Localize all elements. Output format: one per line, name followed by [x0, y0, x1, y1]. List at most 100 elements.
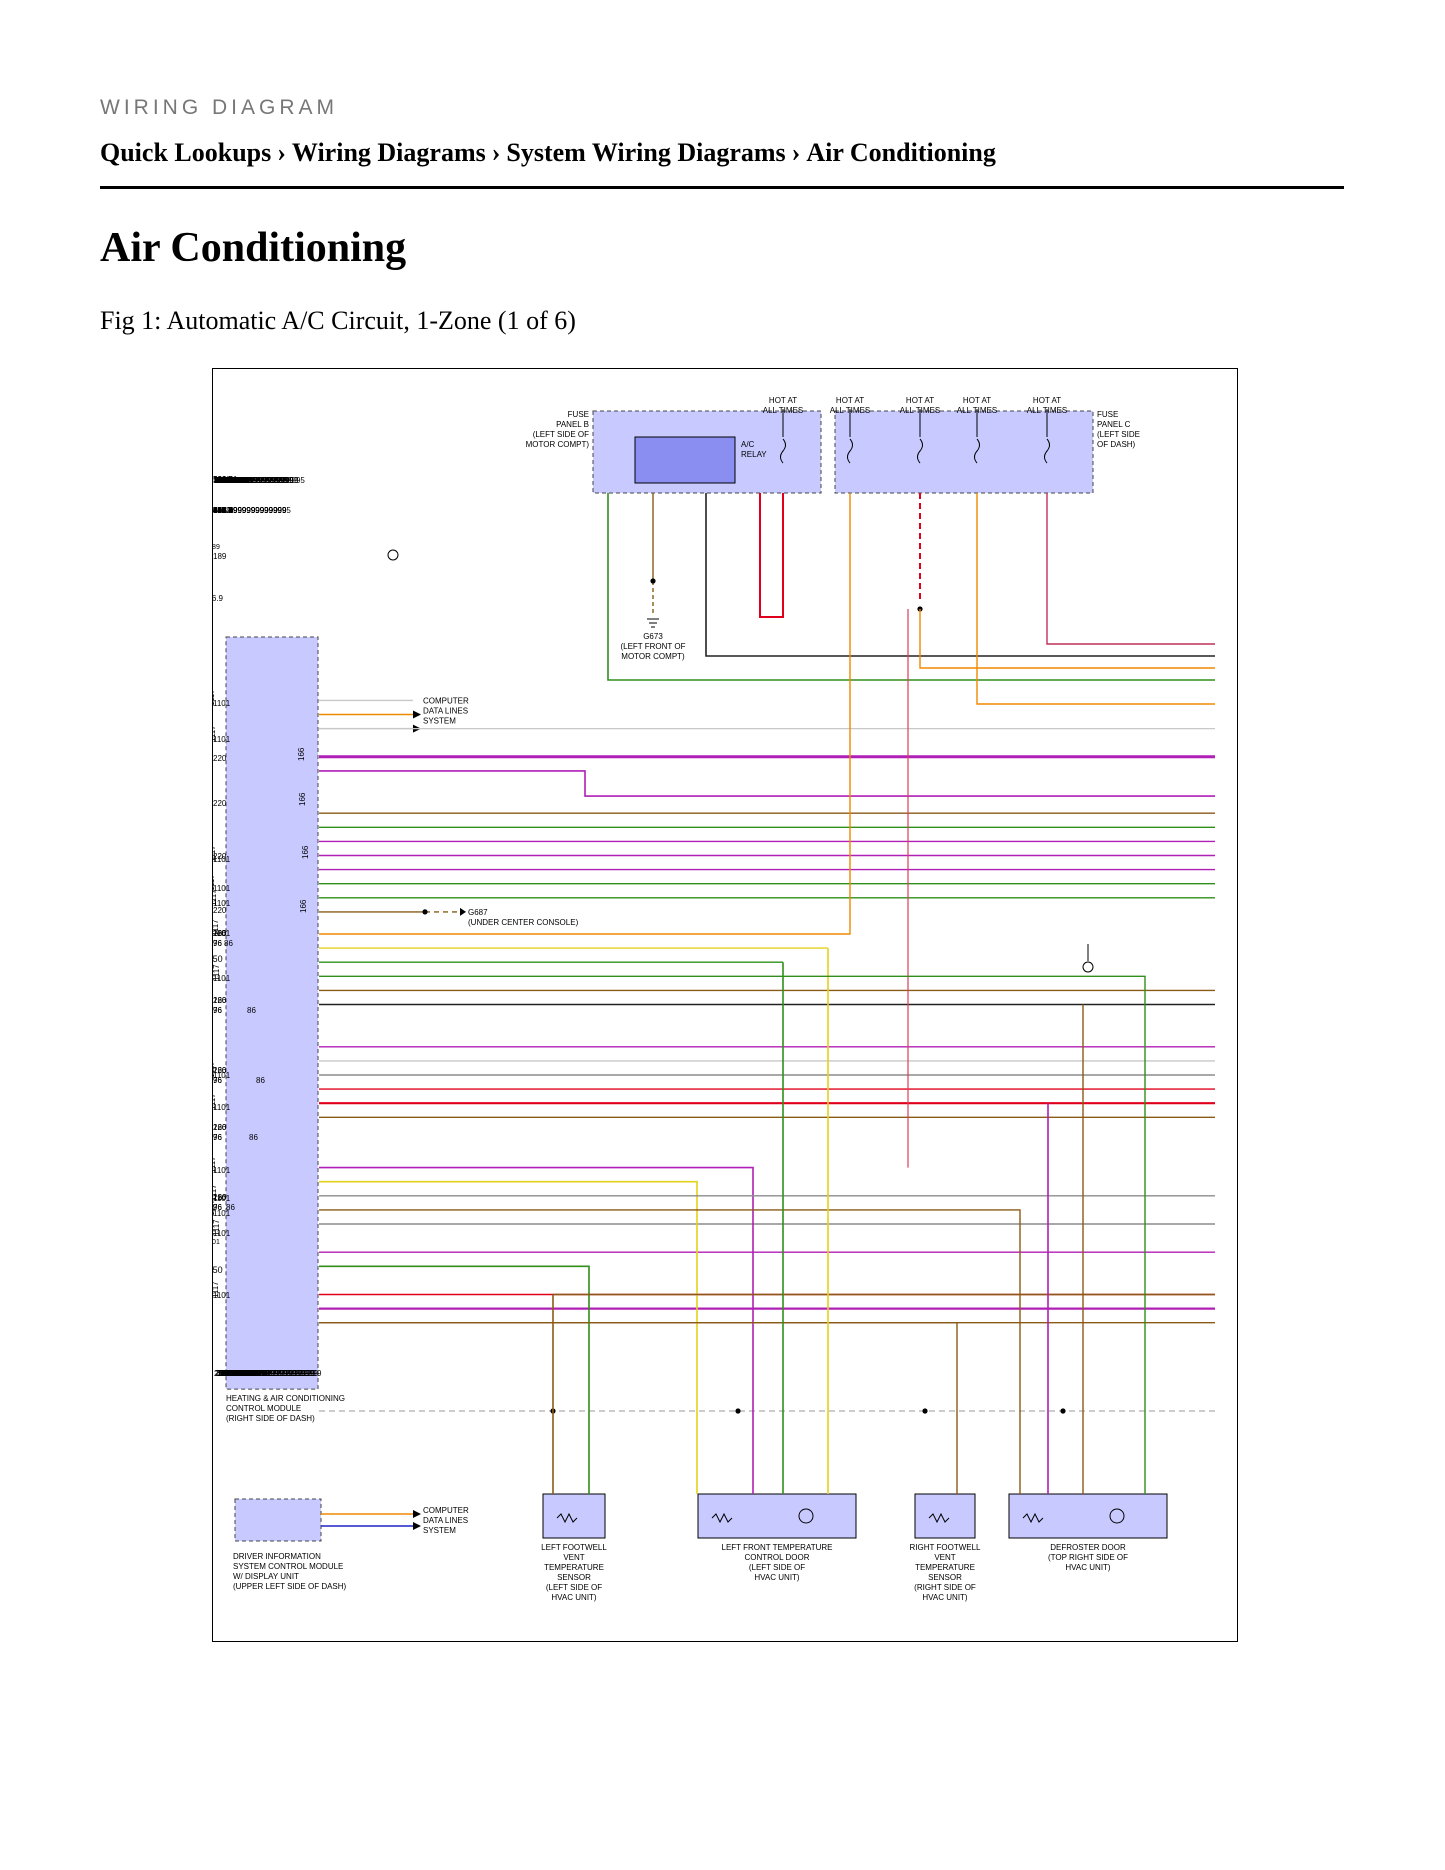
driver-info-label: (UPPER LEFT SIDE OF DASH) [233, 1582, 347, 1591]
wire-label: 441.2 [213, 1357, 214, 1366]
reference-number: 322.3 [217, 1369, 238, 1378]
component-label: LEFT FOOTWELL [541, 1543, 607, 1552]
wire-label: 950.6999999999999 [213, 1357, 214, 1366]
pin-number: 1117 [213, 1061, 216, 1078]
pin-number: 277 [214, 476, 228, 485]
wire-label: 220 [213, 1123, 227, 1132]
component-label: HVAC UNIT) [551, 1593, 597, 1602]
wire-label: 852 [213, 1357, 214, 1366]
breadcrumb-quick-lookups[interactable]: Quick Lookups [100, 138, 272, 167]
wire-red-yel [919, 609, 1215, 669]
wire-label: 922.5 [213, 1357, 214, 1366]
component-label: HVAC UNIT) [922, 1593, 968, 1602]
wire-label: 1101 [213, 929, 231, 938]
resistor-symbol [928, 1512, 950, 1524]
pin-number: 1012.1 [229, 476, 254, 485]
reference-number: 753.3 [238, 1369, 259, 1378]
motor-label: 1150 [213, 954, 223, 964]
reference-number: 435.1 [222, 1369, 243, 1378]
pin-number: 502.6 [230, 476, 251, 485]
fuse-symbol [1044, 438, 1050, 464]
pin-number: 1117 [213, 1093, 217, 1110]
wire-label: 632.5 [213, 1357, 214, 1366]
fuse-symbol [974, 438, 980, 464]
component-box [697, 1493, 857, 1539]
wire-label: 1101 [213, 1229, 231, 1238]
reference-number: 491.5 [226, 1369, 247, 1378]
hvac-module-label: (RIGHT SIDE OF DASH) [226, 1414, 315, 1423]
wire-label: 809.6999999999999 [213, 1357, 214, 1366]
wire-brn-blk [319, 1209, 1021, 1494]
wire-label: 432.1 [213, 506, 234, 515]
fuse-symbol [780, 438, 786, 464]
pin-number: 722.0999999999999 [225, 476, 299, 485]
pin-number: 913.4 [222, 476, 243, 485]
pin-number: 581.0999999999999 [215, 476, 289, 485]
wire-label: 328.4 [213, 1357, 214, 1366]
fuse-pin-label: 166 [213, 1123, 227, 1132]
wire-label: 618.4 [213, 1357, 214, 1366]
note-symbol [387, 549, 399, 561]
hvac-module-label: CONTROL MODULE [226, 1404, 301, 1413]
resistor-symbol [711, 1512, 733, 1524]
hot-at-all-times-label: HOT AT [963, 396, 991, 405]
pin-number: 333.4 [218, 476, 239, 485]
pin-number: 1117 [213, 874, 216, 891]
wire-label: 637.5 [213, 506, 234, 515]
pin-number: 637.5 [219, 476, 240, 485]
ground-g673-label: G673 [643, 632, 663, 641]
pin-number: 1142 [213, 476, 231, 485]
wire-label: 469.4 [213, 1357, 214, 1366]
pin-number: 665.7 [221, 476, 242, 485]
wire-label: 773.5 [213, 1357, 214, 1366]
reference-number: 280 [214, 1369, 228, 1378]
fuse-number: 86 [226, 1203, 235, 1212]
panel-pin-label: 166 [301, 845, 310, 859]
wire-label: 1101 [213, 735, 231, 744]
pin-number: 544.9 [233, 476, 254, 485]
motor-symbol [1109, 1508, 1125, 1524]
reference-number: 626.4 [231, 1369, 252, 1378]
pin-number: 1117 [213, 1199, 216, 1216]
ground-ref-number: 601 [213, 1239, 220, 1246]
wire-label: 483.5 [213, 1357, 214, 1366]
breadcrumb-system-wiring-diagrams[interactable]: System Wiring Diagrams [506, 138, 786, 167]
pin-number: 446.2 [226, 476, 247, 485]
wire-label: 272 [213, 1357, 214, 1366]
reference-number: 958.6999999999999 [248, 1369, 322, 1378]
wire-red-yel [976, 493, 1215, 705]
component-label: (LEFT SIDE OF [546, 1583, 602, 1592]
hvac-module-label: HEATING & AIR CONDITIONING [226, 1394, 345, 1403]
wire-label: 300.2 [213, 1357, 214, 1366]
wire-label: 814.6999999999999 [213, 506, 287, 515]
wire-label: 842.9 [213, 506, 234, 515]
pin-number: 983.9 [227, 476, 248, 485]
wire-label: 220 [213, 996, 227, 1005]
pin-number: 305.2 [216, 476, 237, 485]
pin-number: 460.29999999999995 [227, 476, 305, 485]
wire-label: 427.1 [213, 1357, 214, 1366]
breadcrumb-air-conditioning[interactable]: Air Conditioning [806, 138, 996, 167]
pin-number: 1117 [213, 919, 220, 936]
component-box [1008, 1493, 1168, 1539]
hot-at-all-times-label: HOT AT [769, 396, 797, 405]
wire-label: 530.8 [213, 506, 234, 515]
wire-label: 674.8 [213, 1357, 214, 1366]
pin-number: 418 [224, 476, 238, 485]
pin-number: 516.7 [231, 476, 252, 485]
wire-label: 964.8 [213, 1357, 214, 1366]
wire-label: 1101 [213, 1291, 231, 1300]
pin-number: 927.5 [223, 476, 244, 485]
fuse-rating: 96 [213, 939, 222, 948]
breadcrumb-wiring-diagrams[interactable]: Wiring Diagrams [291, 138, 486, 167]
fuse-rating: 96 [213, 1133, 222, 1142]
ground-g673-label: (LEFT FRONT OF [620, 642, 685, 651]
reference-number: 696.9 [234, 1369, 255, 1378]
pin-number: 609.3 [217, 476, 238, 485]
hot-at-all-times-label: HOT AT [906, 396, 934, 405]
pin-number: 885.1999999999999 [220, 476, 294, 485]
wire-label: 1142 [213, 506, 231, 515]
pin-number: 736.2 [226, 476, 247, 485]
reference-number: 1001 [251, 1369, 269, 1378]
wire-label: 286.1 [213, 1357, 214, 1366]
